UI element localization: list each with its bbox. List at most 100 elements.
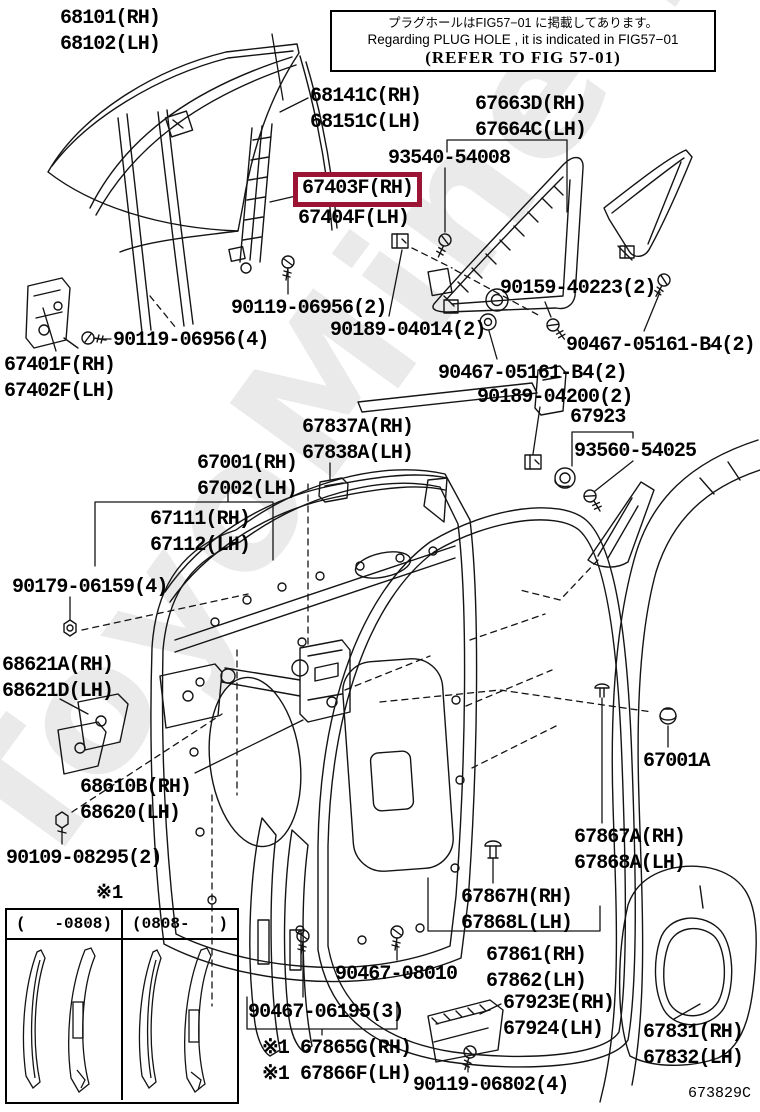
grommet-icon	[479, 313, 576, 489]
part-number-text: 68141C(RH)	[310, 85, 422, 108]
part-number-text: 90119-06956(2)	[231, 297, 387, 320]
part-label-67404F-LH-[interactable]: 67404F(LH)	[298, 206, 410, 232]
part-number-text: 90119-06956(4)	[113, 329, 269, 352]
part-number-text: 90467-05161-B4(2)	[438, 362, 628, 385]
part-label-67923E-RH-[interactable]: 67923E(RH)67924(LH)	[503, 991, 615, 1043]
part-number-text: 68102(LH)	[60, 33, 161, 56]
part-number-text: 67663D(RH)	[475, 93, 587, 116]
variant-cell-before	[7, 940, 123, 1100]
variant-cell-after	[123, 940, 237, 1100]
part-number-text: 67862(LH)	[486, 970, 587, 993]
part-label-90119-06802-4-[interactable]: 90119-06802(4)	[413, 1073, 569, 1099]
vent-window-drawing	[427, 156, 584, 314]
part-number-text: 90159-40223(2)	[500, 277, 656, 300]
part-label-67867A-RH-[interactable]: 67867A(RH)67868A(LH)	[574, 825, 686, 877]
part-number-text: 68101(RH)	[60, 7, 161, 30]
channel-variant-drawing	[22, 947, 96, 1093]
variant-col-before: ( -0808)	[7, 910, 123, 938]
part-number-text: 68610B(RH)	[80, 776, 192, 799]
part-label-68621A-RH-[interactable]: 68621A(RH)68621D(LH)	[2, 653, 114, 705]
part-number-text: 67861(RH)	[486, 944, 587, 967]
part-label-67001A[interactable]: 67001A	[643, 749, 711, 775]
part-number-text: 67924(LH)	[503, 1018, 604, 1041]
part-label-67831-RH-[interactable]: 67831(RH) 67832(LH)	[643, 1020, 744, 1072]
part-number-text: 90467-06195(3)	[248, 1001, 404, 1024]
part-number-text: 93540-54008	[388, 147, 511, 170]
part-number-text: 67001(RH)	[197, 452, 298, 475]
door-check-drawing	[159, 639, 351, 729]
part-number-text: 67837A(RH)	[302, 416, 414, 439]
part-number-text: 67831(RH)	[643, 1021, 744, 1044]
part-label-90119-06956-2-[interactable]: 90119-06956(2)	[231, 296, 387, 322]
variant-table: ( -0808) (0808- )	[5, 908, 239, 1104]
part-number-text: 90189-04200(2)	[477, 386, 633, 409]
part-number-text: 90119-06802(4)	[413, 1074, 569, 1097]
part-label-67403F-RH-[interactable]: 67403F(RH)	[293, 172, 423, 207]
glass-stopper-drawing	[318, 477, 349, 503]
part-label-90189-04200-2-[interactable]: 90189-04200(2)	[477, 385, 633, 411]
front-frame-lower-drawing	[25, 109, 194, 349]
vent-frame-drawing	[603, 149, 693, 261]
part-number-text: ※1 67866F(LH)	[262, 1063, 412, 1086]
part-label-67001-RH-[interactable]: 67001(RH) 67002(LH)	[197, 451, 298, 503]
part-number-text: 67867H(RH)	[461, 886, 573, 909]
part-number-text: 67111(RH)	[150, 508, 251, 531]
part-label-90467-08010[interactable]: 90467-08010	[335, 962, 458, 988]
door-hinge-drawing	[57, 693, 129, 775]
part-label-90467-05161-B4-2-[interactable]: 90467-05161-B4(2)	[566, 333, 756, 359]
part-label-90119-06956-4-[interactable]: 90119-06956(4)	[113, 328, 269, 354]
clip-icon	[391, 233, 677, 725]
part-label-67861-RH-[interactable]: 67861(RH) 67862(LH)	[486, 943, 587, 995]
part-number-text: 93560-54025	[574, 440, 697, 463]
part-label-90109-08295-2-[interactable]: 90109-08295(2)	[6, 846, 162, 872]
part-label-67111-RH-[interactable]: 67111(RH) 67112(LH)	[150, 507, 251, 559]
part-label-67837A-RH-[interactable]: 67837A(RH) 67838A(LH)	[302, 415, 414, 467]
part-label-90179-06159-4-[interactable]: 90179-06159(4)	[12, 575, 168, 601]
part-number-text: 90467-08010	[335, 963, 458, 986]
part-label-68101-RH-[interactable]: 68101(RH) 68102(LH)	[60, 6, 161, 58]
door-outer-panel-drawing	[599, 439, 760, 1103]
push-pin-icon	[484, 683, 610, 859]
part-label-68610B-RH-[interactable]: 68610B(RH)68620(LH)	[80, 775, 192, 827]
part-number-text: 67868L(LH)	[461, 912, 573, 935]
channel-variant-drawing	[138, 947, 212, 1093]
figure-code: 673829C	[688, 1085, 752, 1102]
part-number-text: ※1 67865G(RH)	[262, 1037, 412, 1060]
part-number-text: 67402F(LH)	[4, 380, 116, 403]
phantom-dashed-lines	[71, 247, 653, 1007]
part-label-93560-54025[interactable]: 93560-54025	[574, 439, 697, 465]
part-number-text: 67002(LH)	[197, 478, 298, 501]
part-number-text: 67401F(RH)	[4, 354, 116, 377]
leader-lines	[42, 33, 701, 1073]
variant-table-title: ※1	[96, 882, 124, 904]
part-label-90159-40223-2-[interactable]: 90159-40223(2)	[500, 276, 656, 302]
part-label-67663D-RH-[interactable]: 67663D(RH) 67664C(LH)	[475, 92, 587, 144]
part-number-text: 68621D(LH)	[2, 680, 114, 703]
part-label-93540-54008[interactable]: 93540-54008	[388, 146, 511, 172]
door-glass-drawing	[47, 43, 300, 253]
part-number-text: 90467-05161-B4(2)	[566, 334, 756, 357]
part-number-text: 67664C(LH)	[475, 119, 587, 142]
part-number-text: 67832(LH)	[643, 1047, 744, 1070]
variant-col-after: (0808- )	[131, 915, 228, 933]
part-label-90467-06195-3-[interactable]: 90467-06195(3)	[248, 1000, 404, 1026]
part-number-text: 67838A(LH)	[302, 442, 414, 465]
part-label-90467-05161-B4-2-[interactable]: 90467-05161-B4(2)	[438, 361, 628, 387]
front-lower-frame-drawing	[228, 123, 273, 274]
part-label-90189-04014-2-[interactable]: 90189-04014(2)	[330, 318, 486, 344]
part-label-68141C-RH-[interactable]: 68141C(RH) 68151C(LH)	[310, 84, 422, 136]
part-number-text: 68151C(LH)	[310, 111, 422, 134]
part-label-67401F-RH-[interactable]: 67401F(RH) 67402F(LH)	[4, 353, 116, 405]
glass-run-channel-drawing	[89, 55, 338, 231]
hole-cover-pad-drawing	[618, 865, 757, 1066]
part-number-text: 90109-08295(2)	[6, 847, 162, 870]
part-label--1-67865G-RH-[interactable]: ※1 67865G(RH) ※1 67866F(LH)	[262, 1036, 412, 1088]
glass-lower-channel-drawing	[357, 365, 567, 416]
plug-hole-note-box: プラグホールはFIG57−01 に掲載してあります。 Regarding PLU…	[330, 10, 716, 72]
part-number-text: 67868A(LH)	[574, 852, 686, 875]
part-number-text: 67112(LH)	[150, 534, 251, 557]
part-label-67867H-RH-[interactable]: 67867H(RH) 67868L(LH)	[461, 885, 573, 937]
part-label-67923[interactable]: 67923	[570, 405, 626, 431]
